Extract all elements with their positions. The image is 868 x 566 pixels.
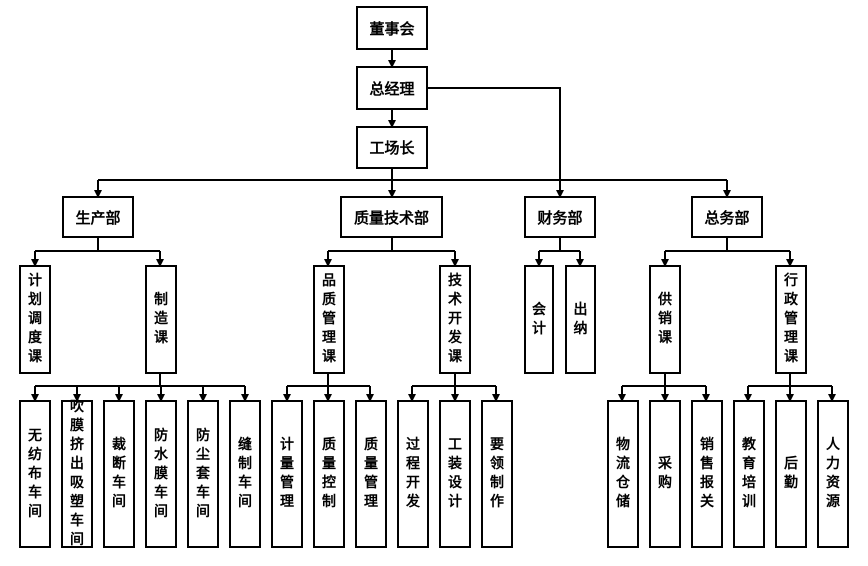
node-film-blowing-workshop: 吹膜挤出吸塑车间: [61, 399, 93, 548]
node-supply-sales-section: 供销课: [649, 265, 681, 374]
node-quality-management-section: 品质管理课: [313, 265, 345, 374]
node-quality-control: 质量控制: [313, 400, 345, 548]
node-human-resources: 人力资源: [817, 400, 849, 548]
node-admin-section: 行政管理课: [775, 265, 807, 374]
node-cashier: 出纳: [565, 265, 596, 374]
node-quality-tech-dept: 质量技术部: [340, 196, 443, 238]
node-planning-section: 计划调度课: [19, 265, 51, 374]
node-waterproof-film-workshop: 防水膜车间: [145, 400, 177, 548]
node-essentials-production: 要领制作: [481, 400, 513, 548]
node-chairman: 董事会: [356, 6, 428, 50]
node-production-dept: 生产部: [62, 196, 134, 238]
node-metering-management: 计量管理: [271, 400, 303, 548]
node-process-development: 过程开发: [397, 400, 429, 548]
node-cutting-workshop: 裁断车间: [103, 400, 135, 548]
node-logistics-support: 后勤: [775, 400, 807, 548]
node-general-manager: 总经理: [356, 66, 428, 110]
node-finance-dept: 财务部: [524, 196, 596, 238]
node-accounting: 会计: [524, 265, 554, 374]
node-factory-head: 工场长: [356, 126, 428, 169]
node-general-affairs-dept: 总务部: [691, 196, 763, 238]
node-sewing-workshop: 缝制车间: [229, 400, 261, 548]
node-tooling-design: 工装设计: [439, 400, 471, 548]
node-education-training: 教育培训: [733, 400, 765, 548]
node-tech-development-section: 技术开发课: [439, 265, 471, 374]
node-nonwoven-workshop: 无纺布车间: [19, 400, 51, 548]
node-dust-cover-workshop: 防尘套车间: [187, 400, 219, 548]
node-quality-management: 质量管理: [355, 400, 387, 548]
node-purchasing: 采购: [649, 400, 681, 548]
node-logistics-warehousing: 物流仓储: [607, 400, 639, 548]
node-sales-customs: 销售报关: [691, 400, 723, 548]
node-manufacturing-section: 制造课: [145, 265, 177, 374]
